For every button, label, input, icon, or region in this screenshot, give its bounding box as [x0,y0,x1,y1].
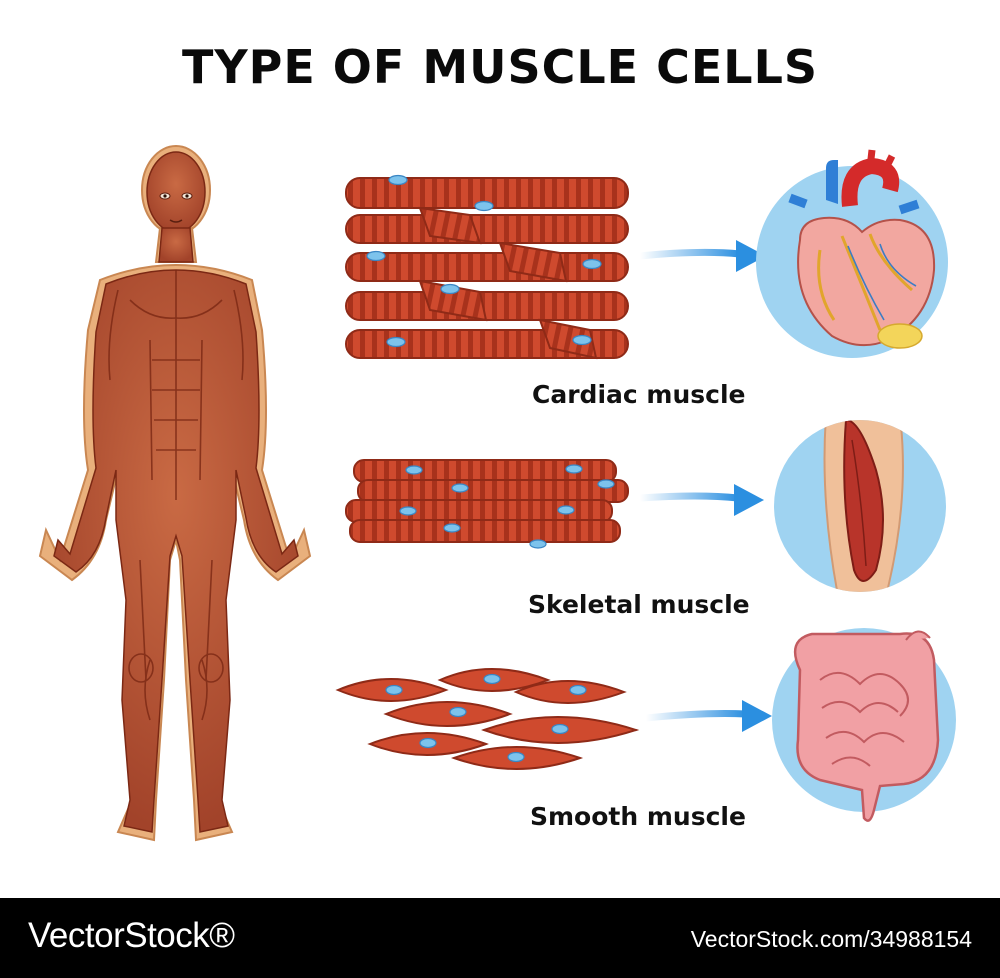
cardiac-muscle-label: Cardiac muscle [532,380,746,409]
skeletal-muscle-label: Skeletal muscle [528,590,750,619]
arrow-icon [636,240,772,732]
intestine-icon [772,628,956,822]
leg-muscle-icon [774,420,946,592]
cardiac-muscle-cells [345,174,629,360]
infographic-illustration [38,145,956,842]
smooth-muscle-cells [335,668,640,770]
page-title: TYPE OF MUSCLE CELLS [181,40,819,94]
vectorstock-logo: VectorStock® [28,916,235,955]
smooth-muscle-label: Smooth muscle [530,802,746,831]
watermark-footer: VectorStock® VectorStock.com/34988154 [0,898,1000,978]
skeletal-muscle-cells [345,459,629,549]
heart-icon [756,149,948,358]
human-muscle-figure [38,145,312,842]
image-id-label: VectorStock.com/34988154 [690,926,972,952]
